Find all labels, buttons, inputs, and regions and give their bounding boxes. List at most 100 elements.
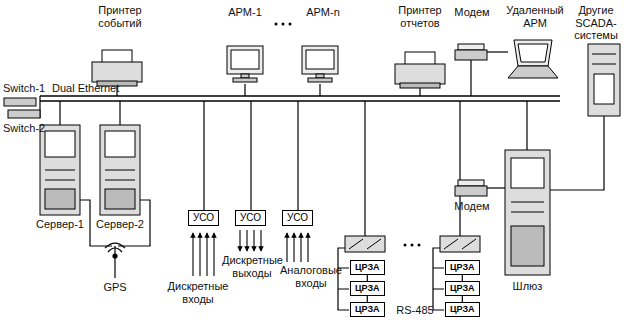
workstation-1 [227, 46, 263, 82]
line-shape [307, 233, 308, 262]
label-text: Шлюз [505, 280, 550, 293]
rect-shape [45, 189, 75, 209]
rect-shape [306, 50, 334, 69]
label-text: RS-485 [392, 304, 438, 317]
relay-box: ЦРЗА [350, 281, 385, 296]
line-shape [114, 246, 115, 278]
rect-shape [511, 226, 544, 266]
path-shape [105, 243, 125, 252]
line-shape [293, 233, 294, 262]
rect-shape [8, 110, 40, 118]
modem-icon [455, 180, 487, 196]
label-text: Switch-2 [3, 122, 51, 135]
path-shape [518, 44, 548, 62]
event-printer [92, 50, 142, 86]
rect-shape [455, 186, 487, 196]
node-text: ЦРЗА [355, 262, 380, 273]
rect-shape [455, 50, 487, 60]
circle-shape [404, 244, 407, 247]
line-shape [364, 101, 365, 236]
server-cabinet [100, 125, 140, 215]
relay-box: ЦРЗА [350, 302, 385, 317]
path-shape [514, 40, 552, 66]
circle-shape [275, 23, 278, 26]
relay-box: ЦРЗА [445, 281, 480, 296]
rect-shape [588, 44, 620, 116]
label-text: АРМ-n [298, 6, 348, 19]
node-text: ЦРЗА [355, 304, 380, 315]
node-text: ЦРЗА [450, 304, 475, 315]
circle-shape [418, 244, 421, 247]
path-shape [487, 51, 508, 52]
path-shape [349, 239, 381, 249]
gps-antenna [105, 243, 125, 278]
relay-box: ЦРЗА [445, 260, 480, 275]
label-text: Switch-1 [3, 82, 51, 95]
rect-shape [227, 46, 263, 74]
switch-icons [4, 98, 40, 118]
converter-unit [345, 236, 385, 252]
label-text: Принтер событий [85, 4, 155, 29]
rect-shape [511, 158, 544, 188]
label-text: GPS [100, 281, 130, 294]
circle-shape [282, 23, 285, 26]
rect-shape [302, 46, 338, 74]
label-text: Сервер-1 [35, 218, 85, 231]
label-text: Модем [447, 6, 497, 19]
line-shape [592, 54, 616, 55]
path-shape [550, 116, 604, 190]
line-shape [511, 202, 544, 203]
label-text: Дискретные выходы [222, 254, 282, 279]
node-text: УСО [287, 212, 308, 224]
line-shape [260, 230, 261, 251]
path-shape [487, 187, 505, 188]
line-shape [203, 101, 204, 210]
line-shape [199, 233, 200, 276]
node-text: ЦРЗА [355, 283, 380, 294]
rect-shape [45, 131, 75, 157]
label-text: Дискретные входы [165, 280, 231, 305]
rect-shape [40, 125, 80, 215]
io-unit-box: УСО [188, 210, 219, 226]
rect-shape [105, 131, 135, 157]
rect-shape [4, 98, 36, 106]
rect-shape [458, 180, 484, 186]
rect-shape [233, 78, 257, 82]
path-shape [444, 239, 476, 249]
line-shape [253, 230, 254, 251]
line-shape [105, 170, 135, 171]
label-text: Удаленный АРМ [503, 4, 567, 29]
line-shape [105, 180, 135, 181]
node-text: ЦРЗА [450, 283, 475, 294]
gateway-cabinet [505, 150, 550, 275]
line-shape [45, 180, 75, 181]
label-text: Dual Ethernet [52, 82, 132, 95]
rect-shape [505, 150, 550, 275]
rect-shape [308, 78, 332, 82]
line-shape [40, 100, 560, 102]
line-shape [239, 230, 240, 251]
line-shape [40, 95, 560, 97]
io-unit-box: УСО [282, 210, 313, 226]
node-text: ЦРЗА [450, 262, 475, 273]
io-unit-box: УСО [235, 210, 266, 226]
scada-cabinet [588, 44, 620, 116]
line-shape [250, 101, 251, 210]
line-shape [319, 84, 320, 96]
relay-box: ЦРЗА [445, 302, 480, 317]
workstation-n [302, 46, 338, 82]
rect-shape [345, 236, 385, 252]
rect-shape [594, 74, 614, 104]
line-shape [459, 101, 460, 236]
rect-shape [316, 74, 324, 78]
line-shape [526, 101, 527, 150]
line-shape [592, 64, 616, 65]
rect-shape [241, 74, 249, 78]
label-text: Сервер-2 [95, 218, 145, 231]
modem-icon [455, 44, 487, 60]
label-text: Модем [447, 200, 497, 213]
rect-shape [400, 83, 440, 88]
line-shape [511, 212, 544, 213]
server-cabinet [40, 125, 80, 215]
line-shape [213, 233, 214, 276]
